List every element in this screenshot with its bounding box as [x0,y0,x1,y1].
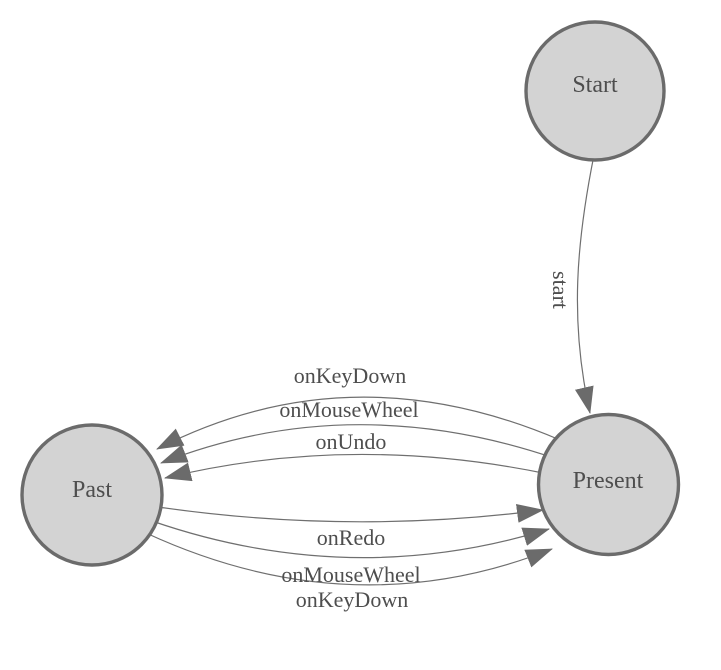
node-present[interactable]: Present [536,412,681,557]
node-past[interactable]: Past [20,423,164,567]
node-past-circle[interactable] [20,423,164,567]
edge-past-to-present-onkeydown [145,532,553,586]
node-start-circle[interactable] [524,20,666,162]
edge-label-start: start [548,271,573,309]
edge-past-to-present-onredo [157,503,544,523]
edge-present-to-past-onmousewheel [160,424,555,464]
edge-present-to-past-onundo [164,453,549,482]
edge-label-onmousewheel-bottom: onMouseWheel [281,562,420,587]
node-start[interactable]: Start [524,20,666,162]
edge-label-onundo: onUndo [316,429,387,454]
edge-label-group: start onKeyDown onMouseWheel onUndo onRe… [279,271,573,612]
node-present-circle[interactable] [536,412,681,557]
edge-label-onkeydown-top: onKeyDown [294,363,406,388]
edge-present-to-past-onkeydown [156,396,561,450]
edge-label-onmousewheel-top: onMouseWheel [279,397,418,422]
node-past-label: Past [72,477,112,503]
edge-start-to-present [575,154,595,414]
edge-group [145,154,595,586]
node-start-label: Start [572,72,618,98]
edge-label-onkeydown-bottom: onKeyDown [296,587,408,612]
edge-label-onredo: onRedo [317,525,385,550]
node-present-label: Present [573,468,644,494]
edge-past-to-present-onmousewheel [151,520,550,559]
